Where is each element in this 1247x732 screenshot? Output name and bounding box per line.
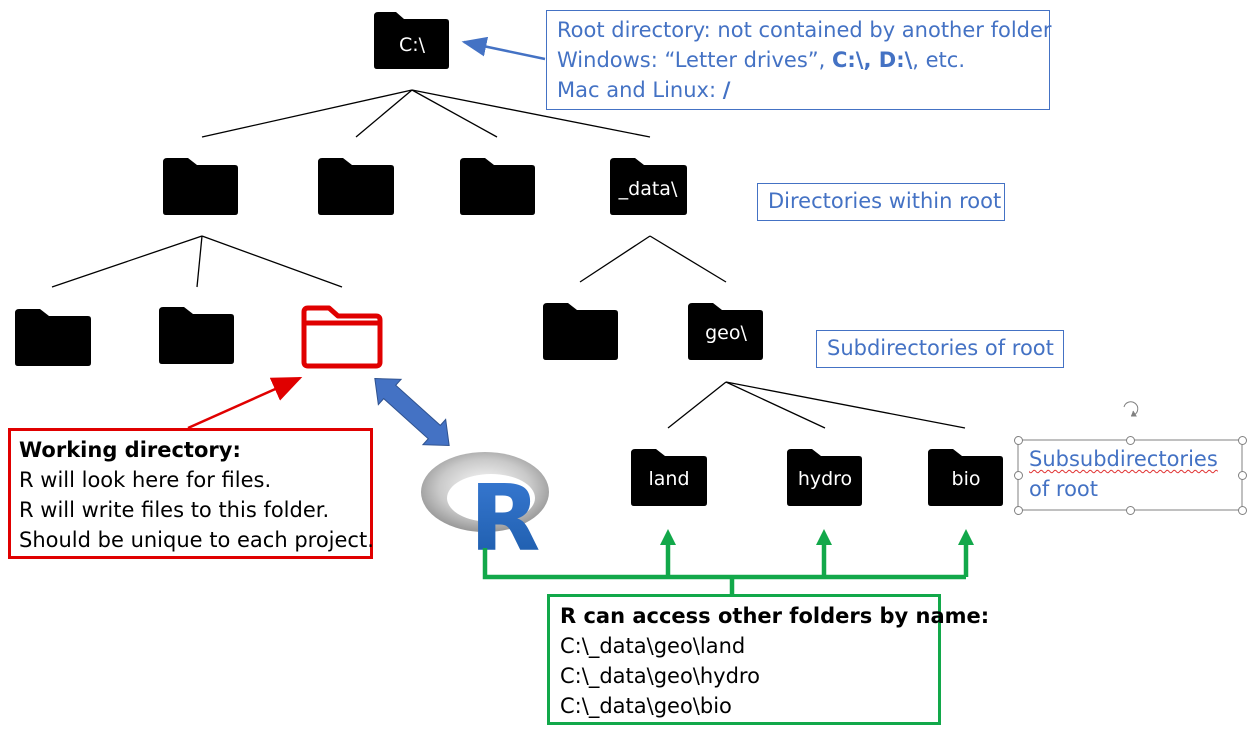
working-note-title: Working directory: [19,438,241,462]
hydro-folder-label: hydro [797,468,853,490]
level3-note-line2: of root [1029,477,1099,501]
tree-connectors [51,89,966,429]
level3-note[interactable]: Subsubdirectories of root [1019,444,1241,508]
level1-note-text: Directories within root [768,189,1002,213]
folder-level1-a [163,158,238,215]
bio-folder-label: bio [951,468,981,490]
root-directory-note: Root directory: not contained by another… [546,10,1052,110]
resize-handle-ne[interactable] [1238,436,1247,445]
root-note-slash: / [722,78,731,102]
resize-handle-n[interactable] [1126,436,1135,445]
resize-handle-s[interactable] [1126,506,1135,515]
folder-level2-b [159,307,234,364]
r-logo-letter: R [470,465,541,572]
root-note-line1: Root directory: not contained by another… [557,18,1052,42]
root-note-line3: Mac and Linux: / [557,75,1039,105]
folder-land [631,449,707,506]
folder-hydro [787,449,862,506]
root-note-line2-suffix: , etc. [912,48,966,72]
access-path: C:\_data\geo\hydro [560,664,760,688]
root-note-line2: Windows: “Letter drives”, C:\, D:\, etc. [557,45,1039,75]
root-note-letter-drives: C:\, D:\ [832,48,913,72]
resize-handle-w[interactable] [1014,471,1023,480]
level2-note: Subdirectories of root [816,330,1064,368]
access-path: C:\_data\geo\land [560,634,746,658]
access-note: R can access other folders by name: C:\_… [547,594,990,725]
land-folder-label: land [648,468,690,490]
access-note-title: R can access other folders by name: [560,604,990,628]
access-path: C:\_data\geo\bio [560,694,732,718]
folder-bio [928,449,1003,506]
working-note-line: R will look here for files. [19,468,272,492]
working-note-line: Should be unique to each project. [19,528,374,552]
resize-handle-nw[interactable] [1014,436,1023,445]
access-arrowheads [660,529,974,545]
folder-data [610,158,687,215]
resize-handle-se[interactable] [1238,506,1247,515]
level1-note: Directories within root [757,183,1005,221]
folder-level1-c [460,158,535,215]
working-dir-pointer-arrow [187,376,303,430]
level2-note-text: Subdirectories of root [827,336,1054,360]
working-note-line: R will write files to this folder. [19,498,330,522]
resize-handle-sw[interactable] [1014,506,1023,515]
folder-working-directory [301,305,383,369]
root-pointer-arrow [461,36,546,61]
folder-level2-a [15,309,91,366]
resize-handle-e[interactable] [1238,471,1247,480]
level3-note-line1: Subsubdirectories [1029,447,1218,471]
data-folder-label: _data\ [618,178,678,200]
folder-geo [688,303,763,360]
folder-level2-c [543,303,618,360]
root-note-line2-prefix: Windows: “Letter drives”, [557,48,832,72]
geo-folder-label: geo\ [705,322,747,344]
working-directory-note: Working directory: R will look here for … [8,428,374,559]
folder-level1-b [318,158,394,215]
r-logo: R [421,452,549,572]
access-connectors [482,540,969,595]
root-folder-label: C:\ [398,34,426,56]
double-arrow [374,378,450,446]
root-note-line3-prefix: Mac and Linux: [557,78,723,102]
folder-root [374,12,449,69]
